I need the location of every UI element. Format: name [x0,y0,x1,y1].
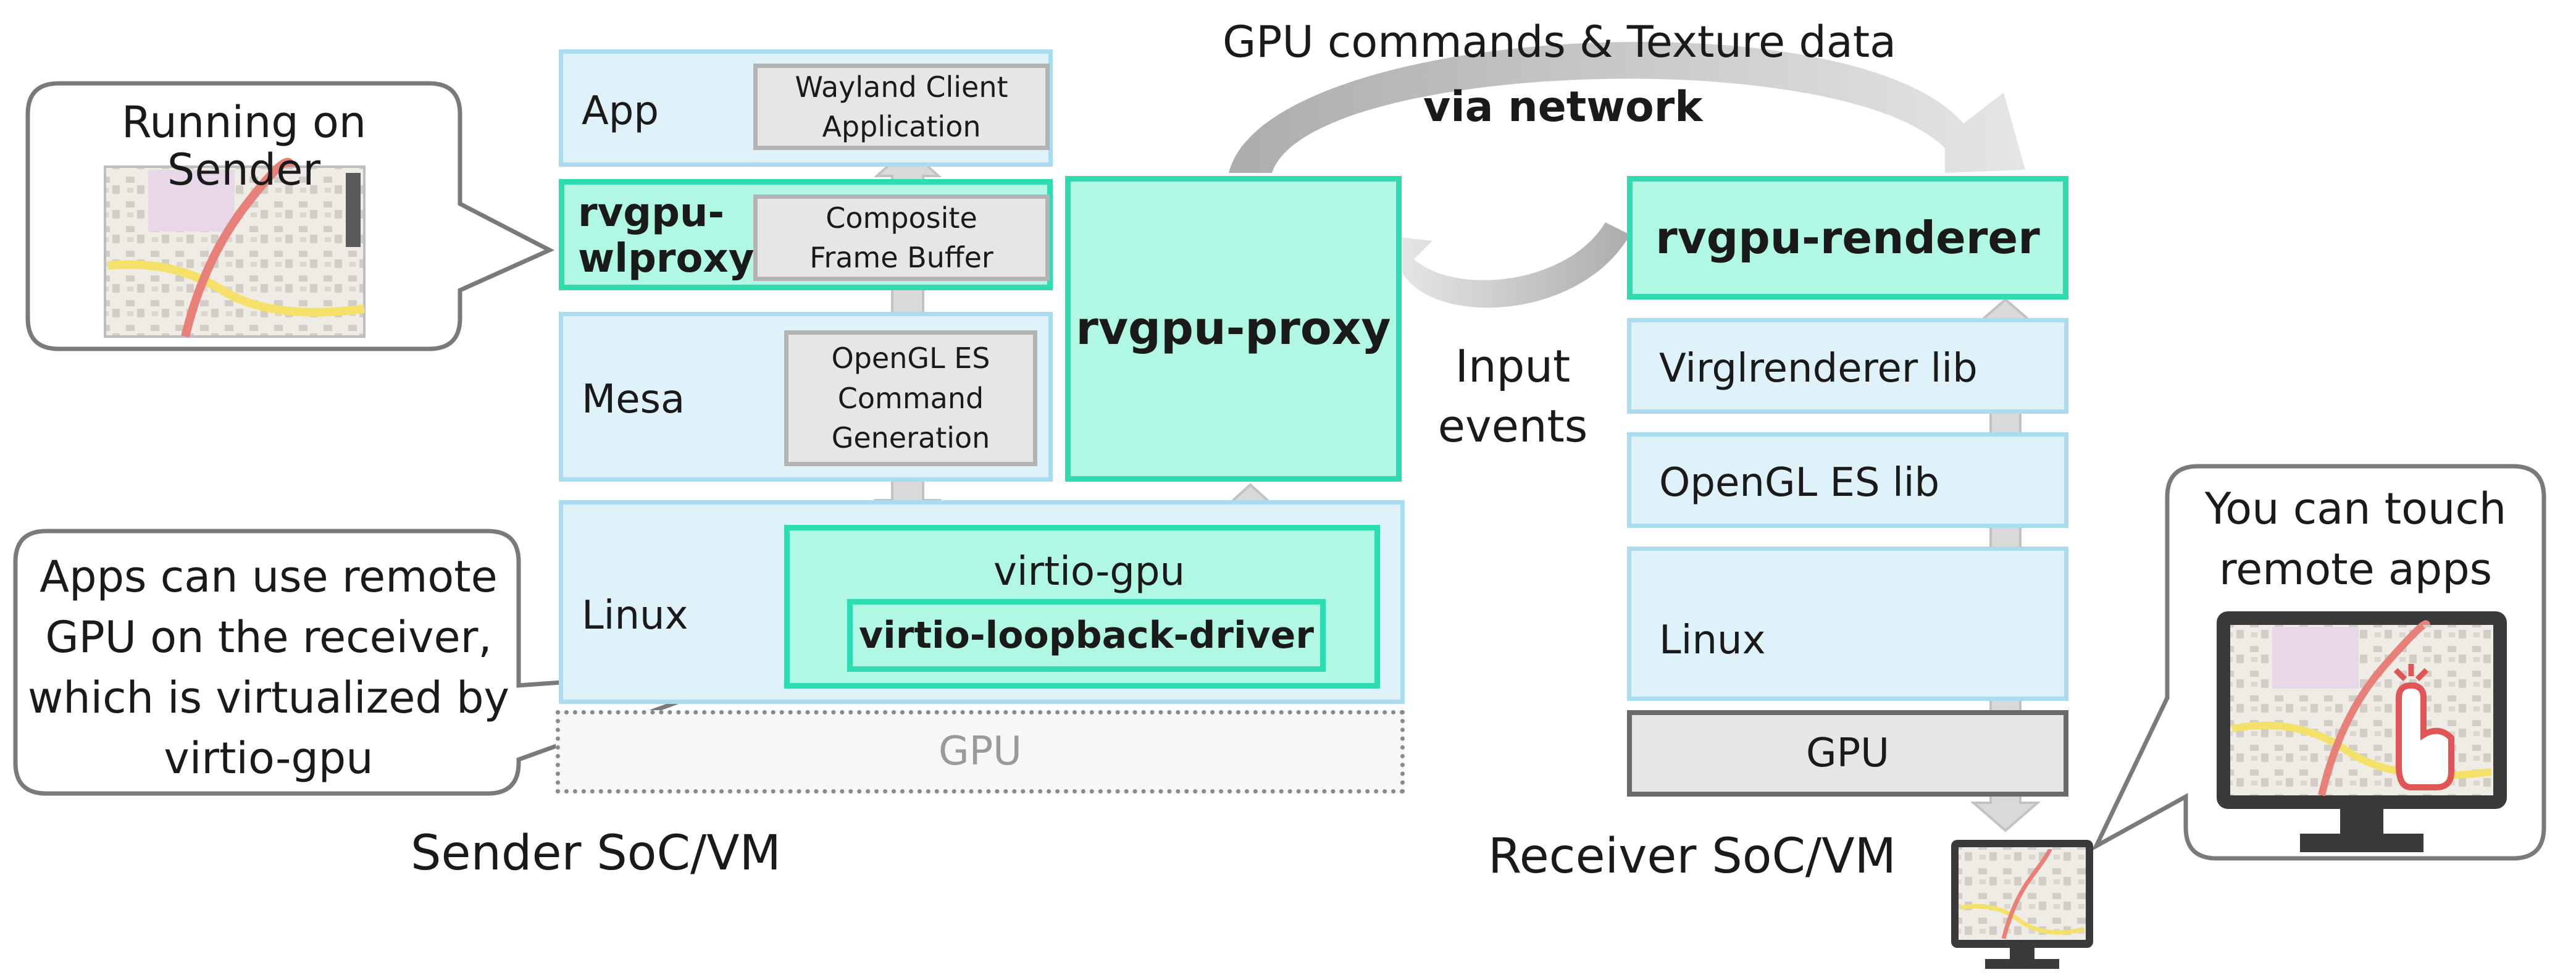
virtio-gpu-label: virtio-gpu [993,549,1186,595]
sender-gpu-box: GPU [556,710,1405,794]
composite-frame-buffer-box: Composite Frame Buffer [753,195,1050,281]
opengl-es-lib-layer: OpenGL ES lib [1627,432,2068,528]
opengl-es-lib-label: OpenGL ES lib [1659,460,1940,506]
receiver-gpu-box: GPU [1627,710,2068,797]
opengl-es-command-box: OpenGL ES Command Generation [784,330,1037,466]
receiver-linux-label: Linux [1659,618,1766,663]
app-layer-label: App [582,88,659,134]
receiver-monitor-icon [1951,840,2093,969]
virglrenderer-label: Virglrenderer lib [1659,346,1978,392]
touch-monitor-icon [2217,611,2507,852]
linux-layer-label: Linux [582,593,688,639]
callout-sender-text: Running on Sender [121,97,367,195]
callout-apps-text: Apps can use remote GPU on the receiver,… [28,551,509,784]
network-label-line1: GPU commands & Texture data [1223,17,1897,67]
network-arrow [1229,41,2025,173]
rvgpu-proxy-box: rvgpu-proxy [1065,176,1402,482]
touch-hand-icon [2396,682,2454,790]
callout-touch-text: You can touch remote apps [2204,484,2507,595]
wlproxy-layer-label: rvgpu- wlproxy [578,190,755,282]
sender-soc-label: Sender SoC/VM [411,826,781,881]
rvgpu-renderer-box: rvgpu-renderer [1627,176,2068,299]
network-label-line2: via network [1423,83,1703,132]
wayland-client-app-box: Wayland Client Application [753,64,1050,150]
virtio-loopback-driver-box: virtio-loopback-driver [847,599,1326,672]
sender-map-thumbnail [104,157,366,338]
mesa-layer-label: Mesa [582,377,685,422]
virglrenderer-layer: Virglrenderer lib [1627,318,2068,414]
input-events-arrow [1374,222,1630,308]
receiver-linux-layer: Linux [1627,547,2068,701]
input-events-label: Input events [1437,340,1588,453]
receiver-soc-label: Receiver SoC/VM [1488,829,1896,884]
